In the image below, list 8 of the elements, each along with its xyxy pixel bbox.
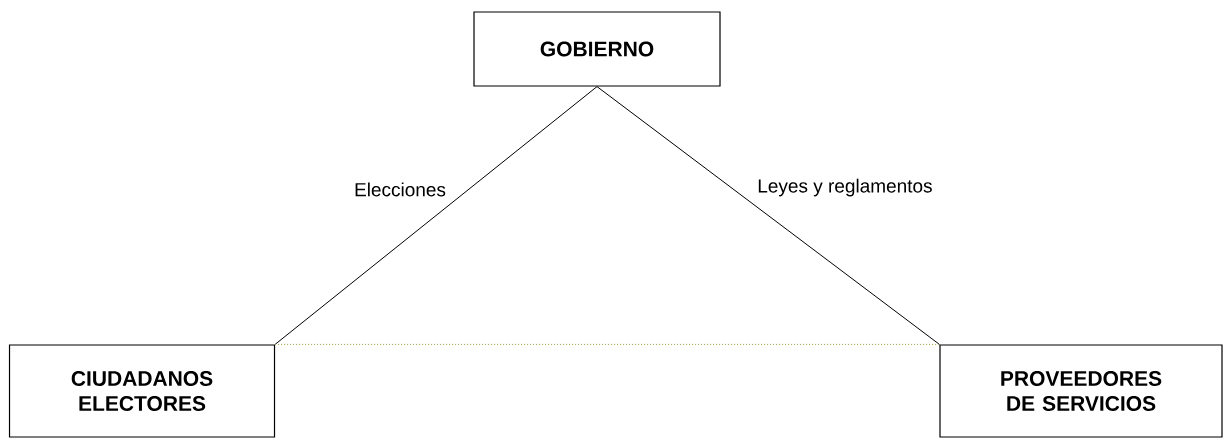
connector-line <box>274 343 940 345</box>
connector-line <box>274 86 598 345</box>
label-box: CIUDADANOS ELECTORES <box>8 344 276 438</box>
label-box: GOBIERNO <box>473 11 721 87</box>
label-box: PROVEEDORES DE SERVICIOS <box>939 344 1223 438</box>
edge-label: Leyes y reglamentos <box>758 178 932 197</box>
edge-label: Elecciones <box>355 182 446 197</box>
connector-line <box>596 86 940 345</box>
